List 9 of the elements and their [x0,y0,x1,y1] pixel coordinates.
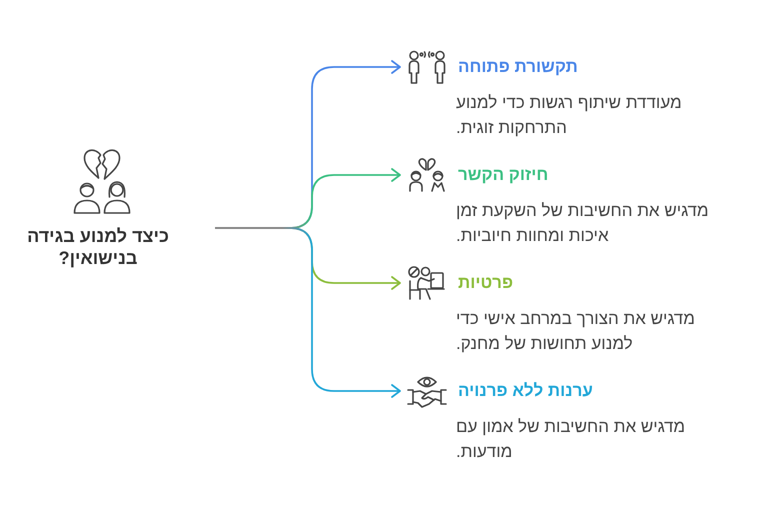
branch-title: חיזוק הקשר [458,165,548,185]
branch-description: מדגיש את הצורך במרחב אישי כדי למנוע תחושות של מחנק. [456,308,696,355]
branch-description: מדגיש את החשיבות של אמון עם מודעות. [456,416,686,463]
branch-title: פרטיות [458,273,514,293]
branch-title: ערנות ללא פרנויה [458,381,593,401]
central-question: כיצד למנוע בגידה בנישואין? [26,225,170,269]
branch-description: מעודדת שיתוף רגשות כדי למנוע התרחקות זוגית. [456,92,683,139]
branch-title: תקשורת פתוחה [458,57,578,77]
branch-description: מדגיש את החשיבות של השקעת זמן איכות ומחוות חיוביות. [456,200,710,247]
